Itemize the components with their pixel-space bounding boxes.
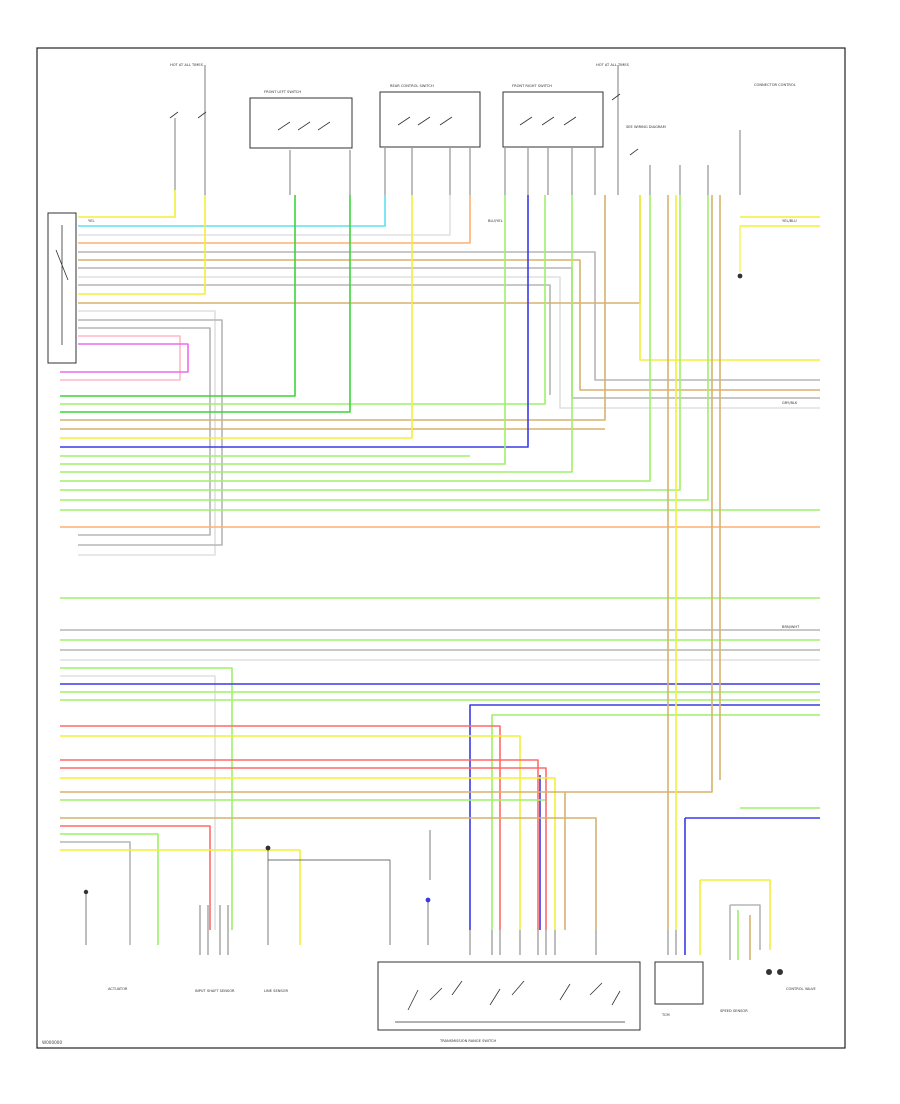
wire-lgrn-49 <box>60 195 681 491</box>
wire-tan-77 <box>60 817 597 930</box>
wire-blk-84 <box>268 859 391 945</box>
wire-grn-38 <box>60 195 296 397</box>
switch-contacts <box>169 93 639 156</box>
splice-1 <box>265 845 271 851</box>
wire-lgrn-58 <box>60 667 233 930</box>
wire-grn-40 <box>60 195 351 413</box>
comp-2-label: INPUT SHAFT SENSOR <box>195 989 235 993</box>
wire-cyan-19 <box>78 195 386 227</box>
wire-group <box>60 65 820 960</box>
connector-note-label: CONNECTOR CONTROL <box>754 83 796 87</box>
wire-gry-30 <box>78 319 223 546</box>
splice-2 <box>425 897 431 903</box>
ground-1 <box>83 889 89 895</box>
front-left-switch-box <box>249 97 353 149</box>
wire-tag-right-lower: BRN/WHT <box>782 625 800 629</box>
hot-fuse-left-label: HOT AT ALL TIMES <box>170 63 204 67</box>
wire-lgrn-79 <box>60 833 159 945</box>
wire-yel-43 <box>60 195 413 439</box>
diagram-frame <box>36 47 846 1049</box>
wire-tag-right-mid: GRY/BLK <box>782 401 798 405</box>
trs-box <box>377 961 641 1031</box>
wire-gry-31 <box>78 327 211 536</box>
wire-yel-66 <box>60 735 521 930</box>
comp-1-label: ACTUATOR <box>108 987 128 991</box>
wire-lgrn-39 <box>60 195 546 405</box>
wire-wht-29 <box>78 310 216 556</box>
wire-red-65 <box>60 725 501 930</box>
wire-yel-81 <box>60 849 301 945</box>
wire-tan-28 <box>78 195 641 304</box>
switch-2-label: REAR CONTROL SWITCH <box>390 84 434 88</box>
wire-red-78 <box>60 825 211 930</box>
wire-yel-89 <box>700 879 771 950</box>
wire-lgrn-64 <box>491 714 820 930</box>
see-note-label: SEE WIRING DIAGRAM <box>626 125 666 129</box>
wire-wht-25 <box>78 276 820 409</box>
wire-tag-left: YEL <box>88 219 94 223</box>
front-right-switch-box <box>502 91 604 148</box>
ground-3 <box>777 969 783 975</box>
wire-yel-70 <box>60 777 556 930</box>
wire-lgrn-50 <box>60 195 709 501</box>
wire-yel-18 <box>78 190 176 218</box>
wire-tan-23 <box>78 259 820 391</box>
wire-red-68 <box>60 767 547 930</box>
comp-4-label: TRANSMISSION RANGE SWITCH <box>439 1039 497 1043</box>
wire-yel-27 <box>78 195 206 295</box>
wire-gry-80 <box>60 841 131 945</box>
top-components: HOT AT ALL TIMES HOT AT ALL TIMES FRONT … <box>169 63 796 156</box>
wire-lgrn-47 <box>60 195 573 473</box>
wire-tags: YEL BLU/YEL YEL/BLU GRY/BLK BRN/WHT <box>88 219 800 629</box>
ground-2 <box>766 969 772 975</box>
wire-vio-33 <box>60 343 189 373</box>
wire-red-67 <box>60 759 539 930</box>
wire-gry-26 <box>78 284 551 395</box>
comp-7-label: CONTROL VALVE <box>786 987 816 991</box>
tcm-box <box>654 961 704 1005</box>
wire-pnk-32 <box>60 335 181 381</box>
diagram-code: W000000 <box>42 1040 62 1045</box>
wire-gry-91 <box>730 904 761 950</box>
wire-wht-59 <box>60 675 216 930</box>
wire-blu-44 <box>60 195 529 448</box>
wire-tan-71 <box>60 791 566 930</box>
comp-5-label: TCM <box>661 1013 670 1017</box>
wire-tan-72 <box>565 195 713 793</box>
bottom-components: ACTUATOR INPUT SHAFT SENSOR LINE SENSOR … <box>83 273 816 1043</box>
wire-tag-right: YEL/BLU <box>782 219 797 223</box>
hot-fuse-right-label: HOT AT ALL TIMES <box>596 63 630 67</box>
wire-lgrn-46 <box>60 195 506 465</box>
wire-tan-41 <box>60 195 606 421</box>
switch-3-label: FRONT RIGHT SWITCH <box>512 84 552 88</box>
wire-org-21 <box>78 195 471 244</box>
wire-tag-mid: BLU/YEL <box>488 219 503 223</box>
ground-4 <box>737 273 743 279</box>
comp-3-label: LINE SENSOR <box>264 989 289 993</box>
switch-1-label: FRONT LEFT SWITCH <box>264 90 301 94</box>
comp-6-label: SPEED SENSOR <box>720 1009 748 1013</box>
left-connector-block <box>47 212 77 364</box>
wire-wht-20 <box>78 195 451 236</box>
rear-control-switch-box <box>379 91 481 148</box>
wire-blu-63 <box>469 704 820 930</box>
wire-yel-37 <box>639 195 820 361</box>
wire-lgrn-48 <box>60 195 651 482</box>
